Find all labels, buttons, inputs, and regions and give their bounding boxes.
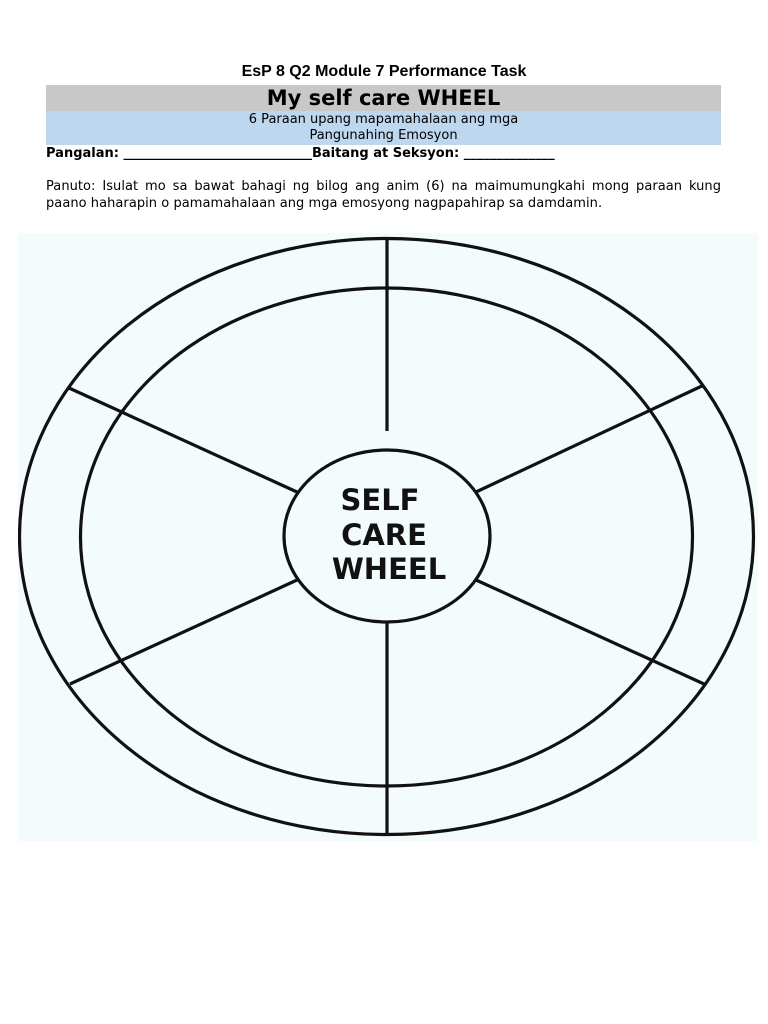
subtitle-line-1: 6 Paraan upang mapamahalaan ang mga (248, 112, 519, 127)
spoke-upper-left (68, 386, 298, 494)
wheel-hub (282, 448, 492, 624)
spoke-lower-right (475, 578, 705, 686)
section-blank[interactable]: ______________ (463, 146, 555, 161)
task-title: EsP 8 Q2 Module 7 Performance Task (241, 63, 527, 80)
instructions-text: Panuto: Isulat mo sa bawat bahagi ng bil… (46, 179, 721, 211)
subtitle-line-2: Pangunahing Emosyon (309, 128, 458, 143)
student-info-row: Pangalan: _____________________________B… (46, 146, 726, 161)
worksheet-title: My self care WHEEL (46, 85, 721, 111)
hub-label-wheel: WHEEL (332, 552, 446, 586)
hub-label-care: CARE (341, 518, 427, 552)
self-care-wheel-area: SELF CARE WHEEL (18, 233, 758, 841)
name-blank[interactable]: _____________________________ (123, 146, 313, 161)
section-label: Baitang at Seksyon: (312, 146, 460, 161)
spoke-upper-right (475, 383, 705, 494)
self-care-wheel: SELF CARE WHEEL (18, 236, 755, 837)
hub-label-self: SELF (341, 483, 420, 517)
name-label: Pangalan: (46, 146, 119, 161)
spoke-lower-left (69, 578, 298, 686)
worksheet-subtitle: 6 Paraan upang mapamahalaan ang mga Pang… (46, 111, 721, 145)
